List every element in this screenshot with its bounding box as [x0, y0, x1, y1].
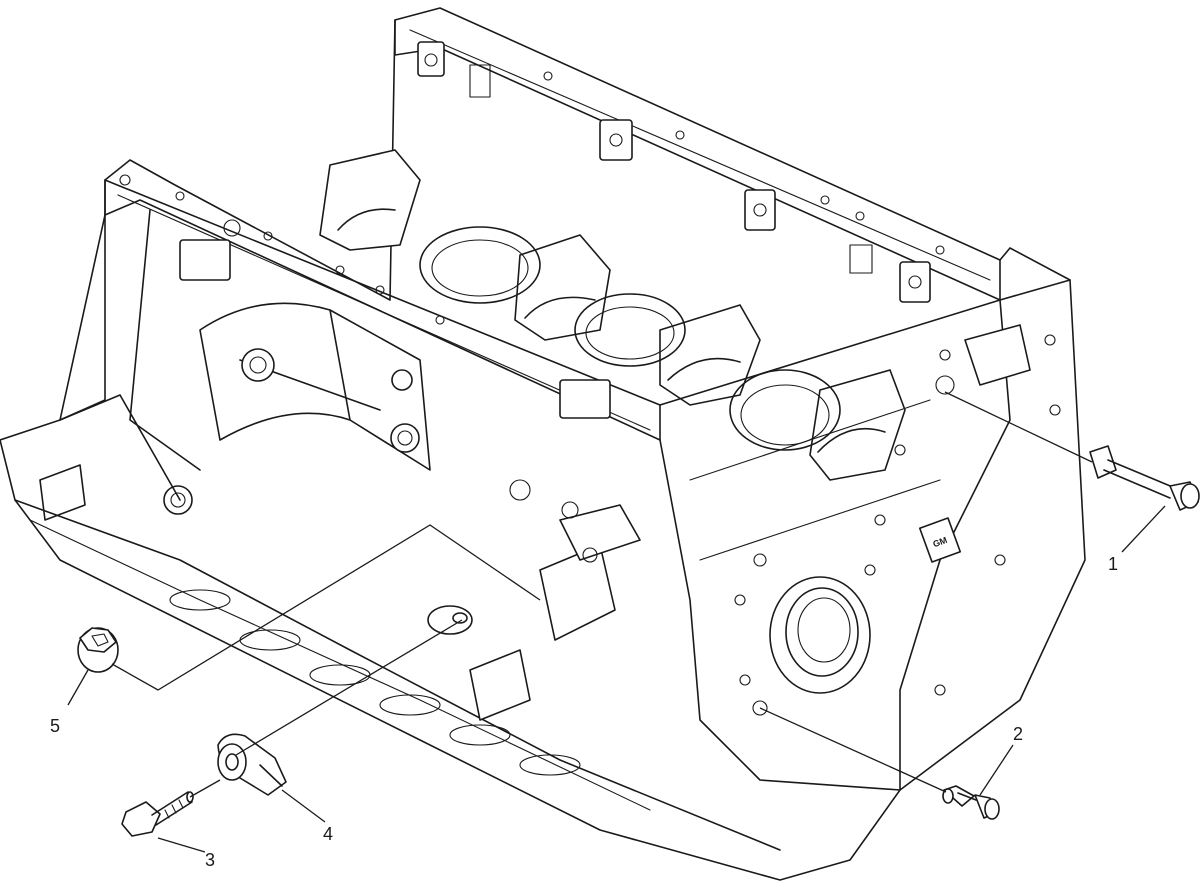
leader-2-label — [979, 744, 1014, 796]
engine-block: GM — [0, 7, 1086, 881]
front-rail-bosses — [119, 174, 611, 419]
leader-5 — [111, 524, 541, 691]
callout-2: 2 — [1013, 724, 1023, 744]
part-4-knock-sensor[interactable] — [217, 733, 287, 796]
part-5-plug[interactable] — [77, 627, 119, 673]
main-bearing-saddles — [319, 149, 906, 481]
leader-1 — [944, 391, 1093, 463]
callout-5: 5 — [50, 716, 60, 736]
side-bosses — [427, 479, 641, 721]
leader-4-label — [281, 789, 326, 823]
leader-4 — [235, 619, 463, 756]
callout-3: 3 — [205, 850, 215, 870]
leader-3-to-4 — [189, 779, 221, 798]
leader-3 — [157, 837, 206, 853]
leader-1-label — [1121, 505, 1166, 553]
part-3-bolt[interactable] — [121, 791, 194, 837]
part-2-plug[interactable] — [942, 785, 1000, 820]
crankcase-ribs — [14, 209, 781, 851]
rear-rail-bosses — [417, 41, 945, 303]
leader-2 — [759, 707, 947, 793]
part-1-bolt[interactable] — [1089, 445, 1200, 511]
pan-rail-holes — [169, 589, 581, 776]
rear-face: GM — [659, 279, 1071, 791]
leader-5-label — [67, 669, 89, 706]
block-stamp: GM — [931, 535, 948, 549]
callout-4: 4 — [323, 824, 333, 844]
callout-1: 1 — [1108, 554, 1118, 574]
